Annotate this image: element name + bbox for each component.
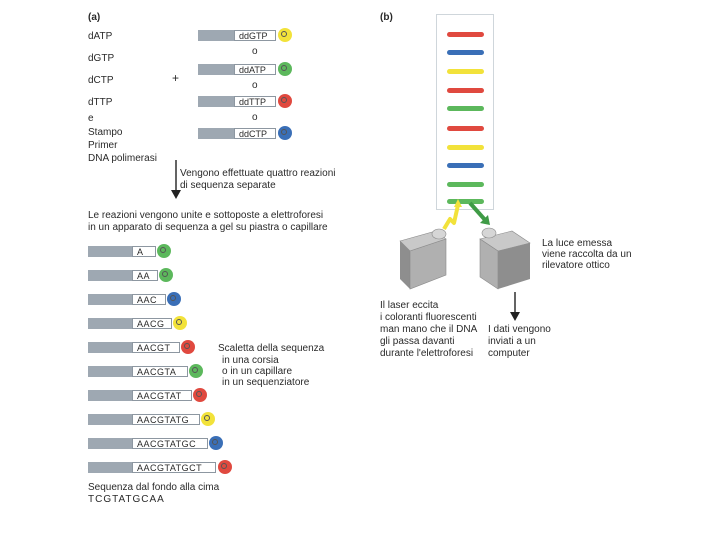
ddttp-label: ddTTP [234,96,276,107]
or-label: o [252,112,258,123]
fragment-sequence: AACGTA [132,366,188,377]
fragment-primer [88,246,132,257]
reagent-dttp: dTTP [88,97,113,108]
fragment-primer [88,462,132,473]
data-caption-line2: inviati a un [488,336,536,347]
reagent-dgtp: dGTP [88,53,115,64]
fragment-sequence: AAC [132,294,166,305]
laser-icon [399,228,447,290]
red-dye-icon [278,94,292,108]
blue-dye-icon [167,292,181,306]
step1-line2: di sequenza separate [180,180,276,191]
yellow-dye-icon [278,28,292,42]
fragment-sequence: AA [132,270,158,281]
fragment-primer [88,342,132,353]
reagent-primer: Primer [88,140,118,151]
fragment-primer [88,390,132,401]
laser-and-detector-illustration [399,199,531,290]
gel-band [447,32,484,37]
fragment-sequence: AACG [132,318,172,329]
ddctp-label: ddCTP [234,128,276,139]
or-label: o [252,46,258,57]
laser-caption-line2: i coloranti fluorescenti [380,312,477,323]
fragment-sequence: AACGTAT [132,390,192,401]
gel-band [447,182,484,187]
gel-band [447,145,484,150]
laser-caption-line4: gli passa davanti [380,336,455,347]
gel-band [447,69,484,74]
laser-beam-icon [442,204,460,231]
gel-band [447,50,484,55]
ddatp-label: ddATP [234,64,276,75]
fragment-sequence: AACGTATGCT [132,462,216,473]
ladder-caption-line4: in un sequenziatore [222,377,310,388]
step2-line1: Le reazioni vengono unite e sottoposte a… [88,210,324,221]
green-dye-icon [157,244,171,258]
reagent-template: Stampo [88,127,123,138]
blue-dye-icon [209,436,223,450]
yellow-dye-icon [173,316,187,330]
bottom-caption: Sequenza dal fondo alla cima [88,482,220,493]
dd-bar-tail [198,30,234,41]
capillary-gel [436,14,494,210]
yellow-dye-icon [201,412,215,426]
fragment-primer [88,414,132,425]
detector-icon [479,227,531,290]
emitted-light-icon [468,201,488,223]
reagent-dctp: dCTP [88,75,114,86]
fragment-sequence: AACGTATG [132,414,200,425]
light-caption-line3: rilevatore ottico [542,260,610,271]
plus-sign: + [172,71,180,85]
green-dye-icon [189,364,203,378]
data-caption-line1: I dati vengono [488,324,551,335]
fragment-primer [88,438,132,449]
dd-bar-tail [198,128,234,139]
dd-bar-tail [198,64,234,75]
laser-caption-line3: man mano che il DNA [380,324,478,335]
ddgtp-label: ddGTP [234,30,276,41]
fragment-primer [88,294,132,305]
red-dye-icon [193,388,207,402]
green-dye-icon [278,62,292,76]
or-label: o [252,80,258,91]
step1-line1: Vengono effettuate quattro reazioni [180,168,336,179]
fragment-sequence: A [132,246,156,257]
reagent-datp: dATP [88,31,113,42]
laser-caption-line5: durante l'elettroforesi [380,348,474,359]
light-caption-line2: viene raccolta da un [542,249,632,260]
output-arrow-icon [510,292,520,321]
blue-dye-icon [278,126,292,140]
reagent-polymerase: DNA polimerasi [88,153,157,164]
dd-bar-tail [198,96,234,107]
reagent-and: e [88,113,94,124]
fragment-primer [88,366,132,377]
fragment-sequence: AACGT [132,342,180,353]
gel-band [447,199,484,204]
ladder-caption-line3: o in un capillare [222,366,293,377]
fragment-primer [88,318,132,329]
ladder-caption-line2: in una corsia [222,355,279,366]
gel-band [447,88,484,93]
gel-band [447,106,484,111]
down-arrow-icon [171,160,181,199]
red-dye-icon [218,460,232,474]
data-caption-line3: computer [488,348,530,359]
bottom-sequence: TCGTATGCAA [88,494,165,505]
red-dye-icon [181,340,195,354]
gel-band [447,163,484,168]
step2-line2: in un apparato di sequenza a gel su pias… [88,222,328,233]
laser-caption-line1: Il laser eccita [380,300,439,311]
gel-band [447,126,484,131]
light-caption-line1: La luce emessa [542,238,613,249]
panel-b-label: (b) [380,12,393,23]
green-dye-icon [159,268,173,282]
fragment-sequence: AACGTATGC [132,438,208,449]
ladder-caption-line1: Scaletta della sequenza [218,343,325,354]
panel-a-label: (a) [88,12,101,23]
fragment-primer [88,270,132,281]
